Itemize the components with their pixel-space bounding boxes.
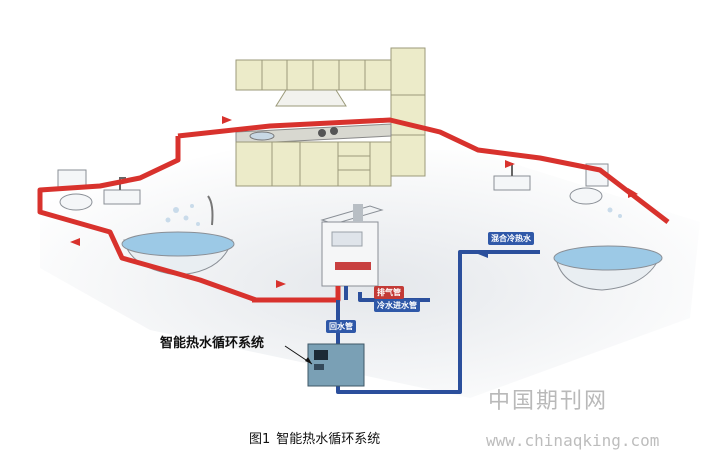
figure-caption: 图1 智能热水循环系统: [249, 428, 380, 447]
watermark-url: www.chinaqking.com: [486, 431, 660, 450]
mixed-water-label: 混合冷热水: [488, 232, 534, 245]
cold-flow-arrow: [478, 250, 488, 258]
flow-arrows: [70, 116, 638, 288]
cold-inlet-pipe-label: 冷水进水管: [374, 299, 420, 312]
return-pipe-label: 回水管: [326, 320, 356, 333]
exhaust-pipe-label: 排气管: [374, 286, 404, 299]
figure-number: 图1: [249, 432, 271, 447]
figure-title: 智能热水循环系统: [276, 432, 381, 447]
boiler-unit: [320, 204, 384, 287]
system-callout-label: 智能热水循环系统: [160, 336, 265, 351]
kitchen-cabinets: [235, 47, 426, 187]
smart-control-panel: [307, 343, 365, 387]
watermark-chinese: 中国期刊网: [488, 389, 609, 414]
